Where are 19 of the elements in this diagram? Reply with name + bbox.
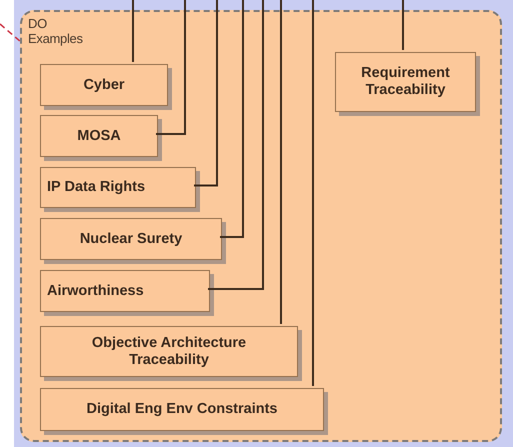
example-box: Airworthiness (40, 270, 210, 312)
connector-line (280, 0, 282, 324)
example-box: IP Data Rights (40, 167, 196, 208)
connector-line (132, 0, 134, 62)
example-box: Cyber (40, 64, 168, 106)
example-box: Digital Eng Env Constraints (40, 388, 324, 431)
connector-line (402, 0, 404, 50)
connector-line (220, 0, 244, 238)
example-box: MOSA (40, 115, 158, 157)
connector-line (156, 0, 186, 135)
connector-line (312, 0, 314, 386)
example-box: Objective Architecture Traceability (40, 326, 298, 377)
example-box: Requirement Traceability (335, 52, 476, 112)
example-box: Nuclear Surety (40, 218, 222, 260)
group-heading: DO Examples (28, 16, 84, 46)
connector-line (0, 23, 22, 43)
group-container (20, 10, 502, 442)
connector-line (208, 0, 264, 290)
connector-line (194, 0, 218, 186)
